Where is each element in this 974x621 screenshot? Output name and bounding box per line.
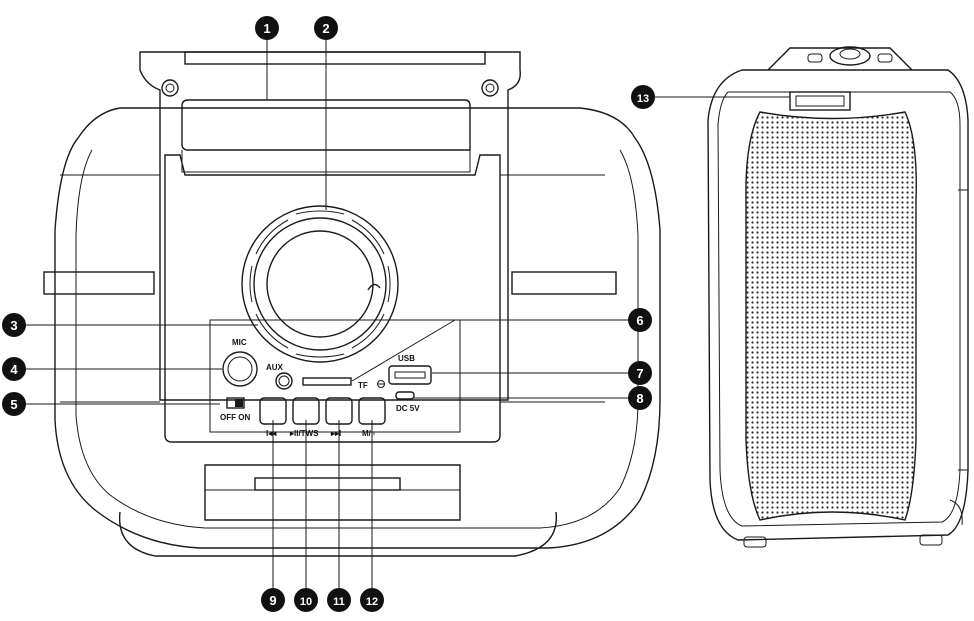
- handle-top-bar: [184, 51, 486, 65]
- speaker-body-inner: [75, 149, 639, 529]
- aux-jack[interactable]: [275, 372, 293, 390]
- mic-jack[interactable]: [222, 351, 258, 387]
- side-top-handle: [767, 47, 913, 71]
- tf-card-slot[interactable]: [302, 377, 352, 386]
- callout-5: 5: [2, 392, 26, 416]
- knob-indicator: [367, 283, 381, 291]
- svg-text:10: 10: [300, 596, 312, 608]
- callout-6: 6: [628, 308, 652, 332]
- callout-9: 9: [261, 588, 285, 612]
- svg-text:5: 5: [10, 397, 17, 412]
- front-panel: [164, 154, 501, 443]
- top-handle-frame: [139, 51, 521, 401]
- svg-text:8: 8: [636, 391, 643, 406]
- tf-label: TF: [358, 381, 368, 390]
- dc-label: DC 5V: [396, 404, 420, 413]
- callout-2: 2: [314, 16, 338, 40]
- svg-text:9: 9: [269, 593, 276, 608]
- svg-text:3: 3: [10, 318, 17, 333]
- callout-10: 10: [294, 588, 318, 612]
- side-foot-right: [919, 534, 943, 546]
- svg-text:7: 7: [636, 366, 643, 381]
- left-side-rib: [43, 271, 155, 295]
- display-window: [789, 91, 851, 111]
- side-top-knob: [829, 46, 871, 66]
- svg-text:6: 6: [636, 313, 643, 328]
- power-switch-knob: [235, 399, 243, 407]
- handle-window: [181, 99, 471, 151]
- next-label: ▸▸I: [330, 429, 341, 438]
- callout-8: 8: [628, 386, 652, 410]
- callout-7: 7: [628, 361, 652, 385]
- right-side-rib: [511, 271, 617, 295]
- callout-1: 1: [255, 16, 279, 40]
- usb-port[interactable]: [388, 365, 432, 385]
- off-on-label: OFF ON: [220, 413, 250, 422]
- side-view-body: [707, 69, 969, 541]
- svg-text:12: 12: [366, 596, 378, 608]
- play-label: ▸II/TWS: [289, 429, 319, 438]
- callout-13: 13: [631, 85, 655, 109]
- aux-label: AUX: [266, 363, 284, 372]
- dc-5v-port[interactable]: [395, 391, 415, 400]
- svg-text:2: 2: [322, 21, 329, 36]
- volume-knob: [241, 205, 399, 363]
- callout-4: 4: [2, 357, 26, 381]
- prev-label: I◂◂: [266, 429, 277, 438]
- speaker-grille: [745, 111, 917, 521]
- speaker-body-outline: [54, 107, 661, 549]
- svg-text:4: 4: [10, 362, 18, 377]
- speaker-base: [118, 511, 557, 557]
- callout-12: 12: [360, 588, 384, 612]
- speaker-side-view: [707, 46, 969, 548]
- screw-left: [161, 79, 179, 97]
- svg-text:1: 1: [263, 21, 270, 36]
- callout-11: 11: [327, 588, 351, 612]
- callout-3: 3: [2, 313, 26, 337]
- power-switch[interactable]: [226, 397, 245, 409]
- svg-text:13: 13: [637, 93, 649, 105]
- leader-lines: [24, 38, 790, 590]
- speaker-front-view: MIC AUX TF USB DC 5V OFF ON I◂◂ ▸II/TWS …: [43, 51, 661, 557]
- tf-icon: [377, 380, 385, 388]
- side-foot-left: [743, 536, 767, 548]
- bottom-handle-slot: [204, 464, 461, 521]
- mic-label: MIC: [232, 338, 247, 347]
- svg-text:11: 11: [333, 596, 345, 608]
- control-panel-area: [209, 319, 461, 433]
- bottom-handle-grip: [254, 477, 401, 491]
- screw-right: [481, 79, 499, 97]
- mode-label: M/♀: [362, 429, 377, 438]
- usb-label: USB: [398, 354, 415, 363]
